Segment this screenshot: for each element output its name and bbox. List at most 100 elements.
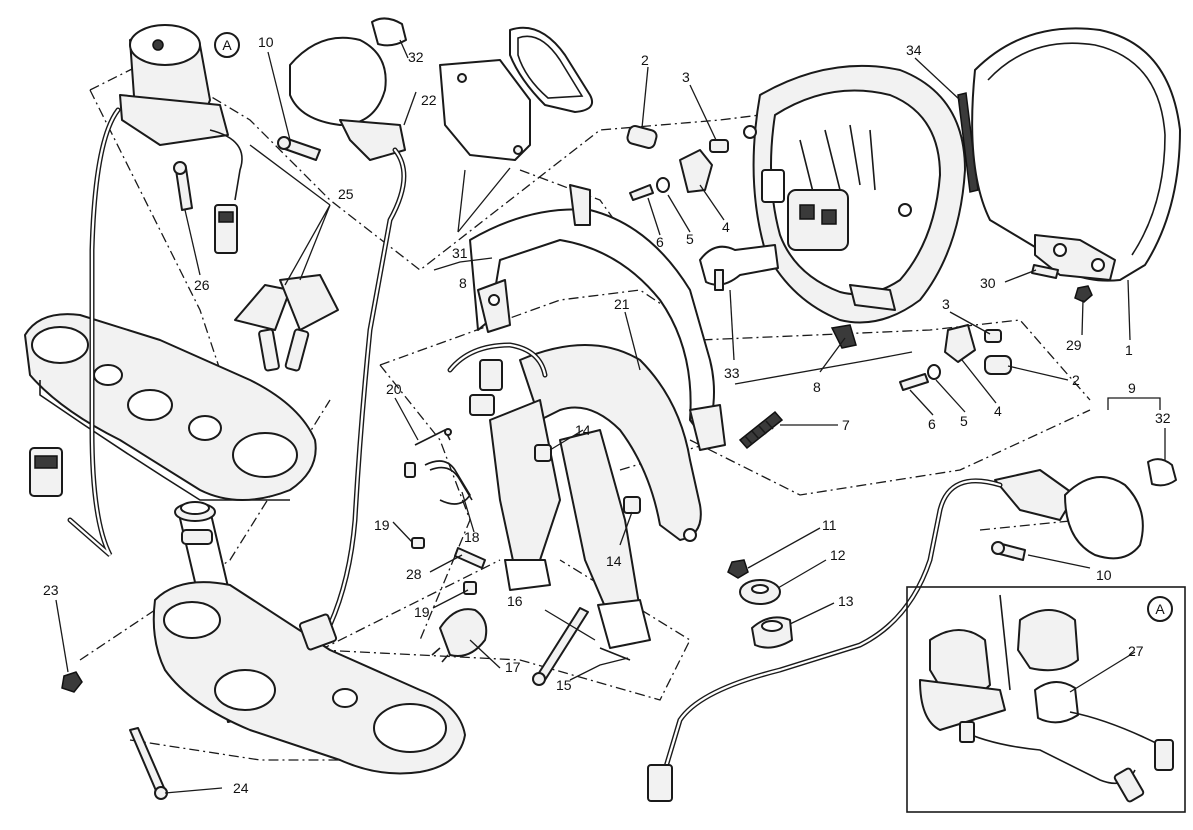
bush-3-right [984,329,1002,343]
callout-23: 23 [43,582,59,598]
bracket-4-top [679,149,713,193]
callout-3: 3 [942,296,950,312]
callout-26: 26 [194,277,210,293]
pin-15 [599,647,631,661]
callout-4: 4 [994,403,1002,419]
clip-28 [454,547,486,569]
callout-5: 5 [686,231,694,247]
bolt-24 [129,727,168,800]
wiring-loom-18 [424,342,548,505]
callout-10: 10 [1096,567,1112,583]
clip-8 [830,324,857,349]
callout-16: 16 [507,593,523,609]
callout-14: 14 [575,422,591,438]
callout-3: 3 [682,69,690,85]
bush-2-right [984,355,1012,375]
callout-9: 9 [1128,380,1136,396]
ignition-cable [29,107,121,557]
callout-18: 18 [464,529,480,545]
screw-19a [404,462,425,549]
callout-12: 12 [830,547,846,563]
cover-plate [439,59,531,161]
callout-6: 6 [656,234,664,250]
nut-29 [1074,285,1093,303]
detail-marker-a: A [214,32,240,58]
callout-15: 15 [556,677,572,693]
nut-11 [727,559,749,579]
inset-detail-a: A [906,586,1186,813]
callout-17: 17 [505,659,521,675]
ignition-switch [119,24,243,254]
callout-10: 10 [258,34,274,50]
screw-6-right [899,373,929,391]
svg-text:A: A [1155,601,1165,617]
callout-20: 20 [386,381,402,397]
screw-26 [173,161,193,211]
callout-2: 2 [1072,372,1080,388]
terminal-clip-20 [414,428,452,446]
leader-lines [55,39,1166,794]
spring-7 [738,410,784,450]
grommet-13 [751,616,793,649]
callout-32: 32 [1155,410,1171,426]
turn-indicator-left [289,17,407,161]
callout-19: 19 [414,604,430,620]
callout-34: 34 [906,42,922,58]
screw-19b [463,581,477,595]
callout-22: 22 [421,92,437,108]
screw-30 [1031,264,1059,279]
callout-8: 8 [459,275,467,291]
callout-19: 19 [374,517,390,533]
callout-32: 32 [408,49,424,65]
callout-5: 5 [960,413,968,429]
screw-10-right [991,541,1026,561]
turn-indicator-right [994,458,1177,560]
callout-29: 29 [1066,337,1082,353]
callout-21: 21 [614,296,630,312]
callout-14: 14 [606,553,622,569]
upper-triple-clamp [24,313,317,501]
callout-2: 2 [641,52,649,68]
lower-triple-clamp [152,581,466,775]
bush-2-top [626,125,658,149]
washer-5-top [656,177,670,193]
callout-13: 13 [838,593,854,609]
seal-strip-34 [957,92,979,193]
callout-25: 25 [338,186,354,202]
callout-24: 24 [233,780,249,796]
callout-33: 33 [724,365,740,381]
bracket-4-right [944,324,976,363]
callout-7: 7 [842,417,850,433]
bush-3-top [709,139,729,153]
callout-27: 27 [1128,643,1144,659]
spacer-14b [623,496,641,514]
headlight-bulb-33 [699,244,779,291]
screw-6-top [629,184,654,201]
support-arm [489,344,702,649]
indicator-cable-right [647,478,1003,802]
headlight-unit [743,64,966,324]
screw-10-top [277,136,321,161]
bolt-16 [532,607,589,686]
indicator-cable-left [298,147,407,651]
headlight-rim-1 [971,27,1181,282]
callout-11: 11 [822,517,837,533]
callout-labels: 1 2 2 3 3 4 4 5 5 6 6 7 8 8 9 10 10 11 1… [43,34,1171,796]
ignition-keys [234,274,339,372]
washer-12 [739,579,781,605]
gasket [509,26,594,113]
svg-text:A: A [222,37,232,53]
callout-8: 8 [813,379,821,395]
callout-30: 30 [980,275,996,291]
callout-31: 31 [452,245,468,261]
headlight-bracket [469,184,726,451]
nut-23 [61,671,83,693]
flasher-relay-17 [431,608,488,663]
washer-5-right [927,364,941,380]
callout-4: 4 [722,219,730,235]
callout-28: 28 [406,566,422,582]
spacer-14a [534,444,552,462]
callout-6: 6 [928,416,936,432]
callout-1: 1 [1125,342,1133,358]
